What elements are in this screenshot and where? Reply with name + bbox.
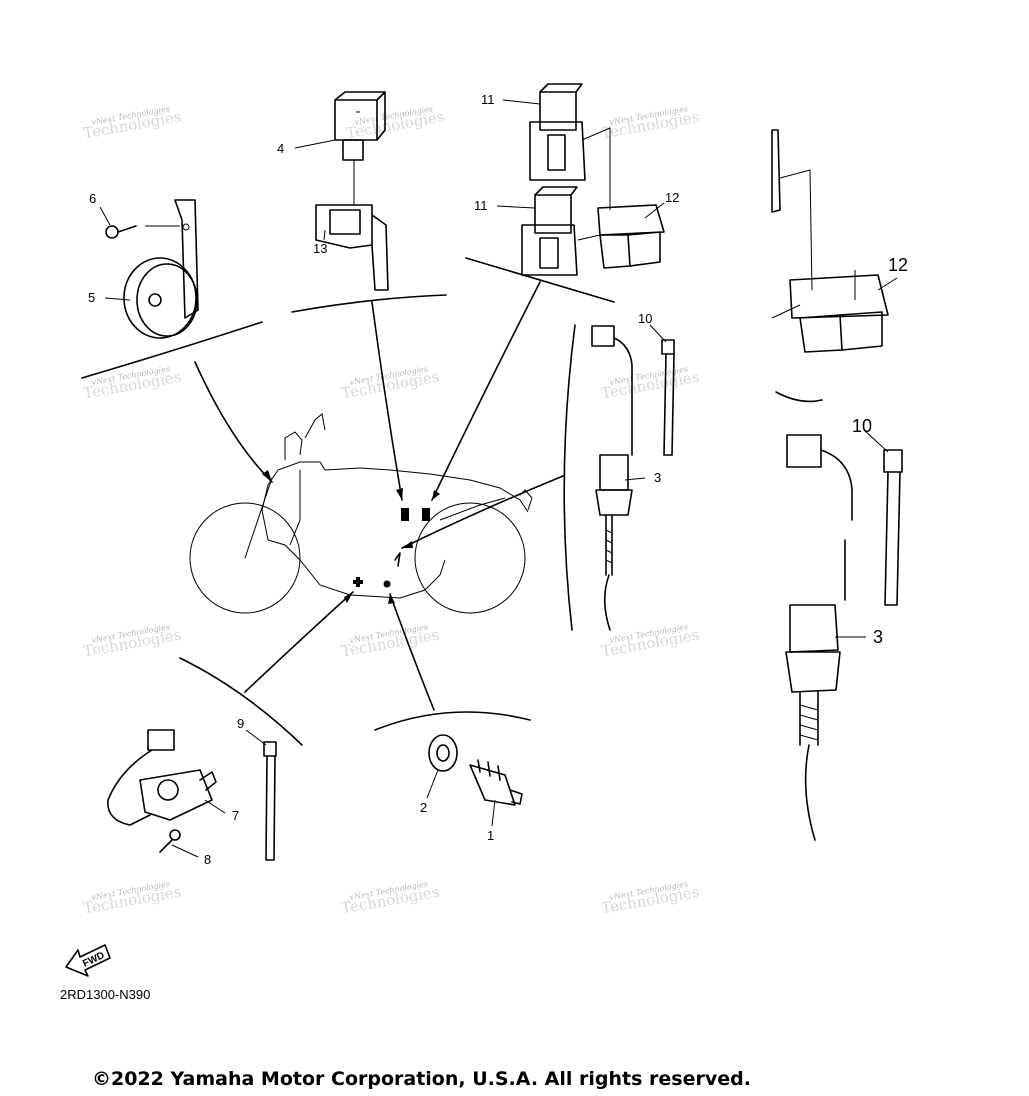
switch-marker xyxy=(353,577,363,587)
callout-5: 5 xyxy=(88,290,95,305)
sender xyxy=(469,759,523,806)
relay-block xyxy=(577,127,665,269)
watermark: Technologies vNext Technologies xyxy=(82,364,183,402)
sensor-small xyxy=(591,325,633,631)
watermark: Technologies vNext Technologies xyxy=(600,364,701,402)
horn xyxy=(123,199,199,339)
diagram-code: 2RD1300-N390 xyxy=(60,987,150,1002)
watermark: Technologies vNext Technologies xyxy=(340,622,441,660)
relay-marker xyxy=(401,508,409,521)
callout-10: 10 xyxy=(638,311,652,326)
screw xyxy=(159,829,181,853)
watermark: Technologies vNext Technologies xyxy=(345,104,446,142)
sensor-marker xyxy=(394,552,401,567)
watermark: Technologies vNext Technologies xyxy=(82,879,183,917)
cable-tie-small xyxy=(661,339,675,456)
watermark: Technologies vNext Technologies xyxy=(600,104,701,142)
callout-13: 13 xyxy=(313,241,327,256)
callout-1: 1 xyxy=(487,828,494,843)
relay-bracket xyxy=(315,160,389,291)
watermark: Technologies vNext Technologies xyxy=(340,879,441,917)
callout-12: 12 xyxy=(665,190,679,205)
motorcycle-outline xyxy=(189,413,533,614)
relay-upper xyxy=(529,83,586,181)
callout-leaders xyxy=(99,99,898,858)
callout-6: 6 xyxy=(89,191,96,206)
watermark: Technologies vNext Technologies xyxy=(600,622,701,660)
watermarks: Technologies vNext Technologies Technolo… xyxy=(82,104,701,917)
block-enlarged xyxy=(771,129,889,353)
callout-2: 2 xyxy=(420,800,427,815)
parts-diagram: Technologies vNext Technologies Technolo… xyxy=(60,83,908,1002)
watermark: Technologies vNext Technologies xyxy=(600,879,701,917)
callout-12-enlarged: 12 xyxy=(888,255,908,275)
fwd-label: FWD xyxy=(81,950,106,970)
relay-marker xyxy=(422,508,430,521)
callout-3-enlarged: 3 xyxy=(873,627,883,647)
callout-3: 3 xyxy=(654,470,661,485)
sensor-enlarged xyxy=(785,434,853,841)
copyright-notice: ©2022 Yamaha Motor Corporation, U.S.A. A… xyxy=(92,1068,751,1090)
watermark: Technologies vNext Technologies xyxy=(82,622,183,660)
watermark: Technologies vNext Technologies xyxy=(82,104,183,142)
callout-7: 7 xyxy=(232,808,239,823)
sender-marker xyxy=(383,580,391,588)
relay-lower xyxy=(521,186,578,276)
callout-4: 4 xyxy=(277,141,284,156)
gasket xyxy=(428,734,458,772)
watermark: Technologies vNext Technologies xyxy=(340,364,441,402)
relay xyxy=(334,91,386,161)
bolt xyxy=(105,225,180,239)
callout-11-lower: 11 xyxy=(474,198,488,213)
leader-lines xyxy=(81,257,823,746)
callouts: 1 2 3 3 4 5 6 7 8 9 10 10 11 11 12 12 13 xyxy=(88,92,908,867)
location-markers xyxy=(353,508,430,588)
switch xyxy=(107,729,217,826)
cable-tie xyxy=(263,741,277,861)
fwd-arrow: FWD xyxy=(65,944,111,977)
callout-9: 9 xyxy=(237,716,244,731)
cable-tie-enlarged xyxy=(883,449,903,606)
callout-10-enlarged: 10 xyxy=(852,416,872,436)
callout-11-upper: 11 xyxy=(481,92,495,107)
callout-8: 8 xyxy=(204,852,211,867)
